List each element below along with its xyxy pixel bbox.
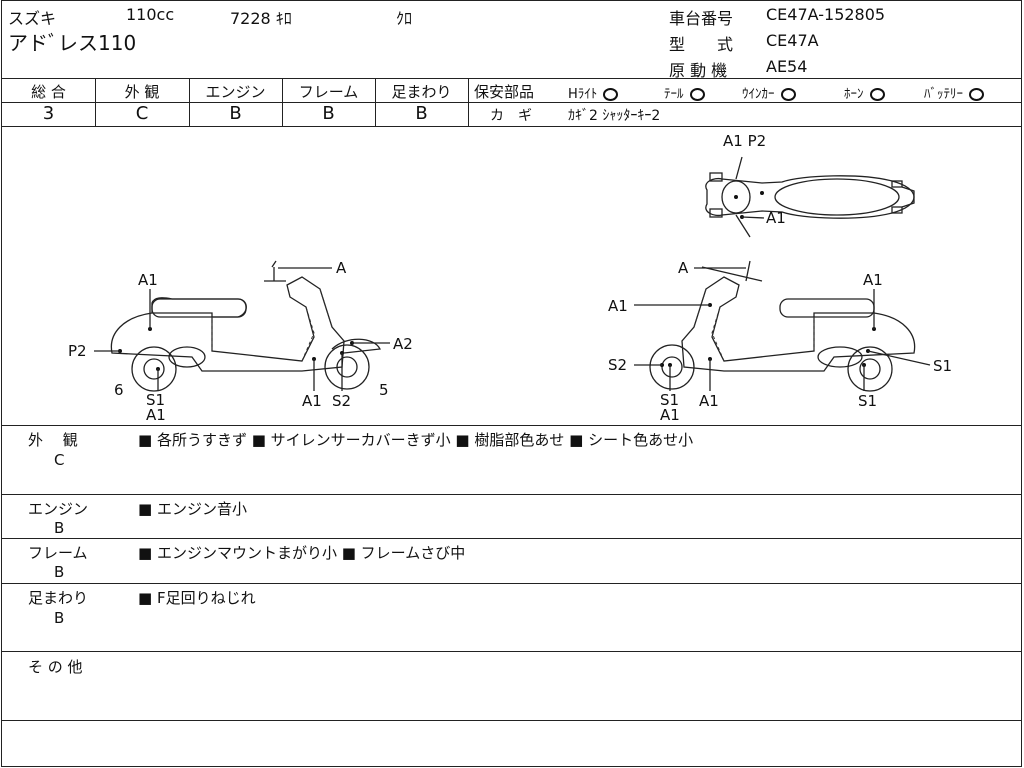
divider — [2, 583, 1022, 584]
comment-frame-label: フレーム — [28, 544, 88, 562]
ok-circle-icon — [689, 88, 705, 101]
diagram-label: A2 — [393, 335, 413, 353]
key-value: ｶｷﾞ2 ｼｬｯﾀｰｷｰ2 — [568, 108, 661, 124]
diagram-label: A1 — [660, 406, 680, 424]
divider — [2, 425, 1022, 426]
comment-suspension-grade: B — [54, 609, 65, 627]
diagram-label: A1 — [302, 392, 322, 410]
ok-circle-icon — [603, 88, 619, 101]
diagram-label: S2 — [332, 392, 352, 410]
divider — [95, 78, 96, 126]
diagram-label: A — [336, 259, 347, 277]
divider — [2, 538, 1022, 539]
grade-frame: B — [322, 103, 335, 124]
scooter-top-view — [705, 156, 915, 238]
grade-suspension: B — [415, 103, 428, 124]
diagram-label: P2 — [68, 342, 87, 360]
grade-engine-label: エンジン — [205, 83, 266, 101]
grade-overall-label: 総 合 — [31, 83, 66, 101]
grade-exterior-label: 外 観 — [124, 83, 160, 101]
damage-diagram — [94, 156, 931, 392]
comment-exterior-text: ■ 各所うすきず ■ サイレンサーカバーきず小 ■ 樹脂部色あせ ■ シート色あ… — [138, 431, 694, 449]
diagram-label: A1 — [138, 271, 158, 289]
ok-circle-icon — [780, 88, 796, 101]
safety-item-headlight: Hﾗｲﾄ — [568, 83, 619, 102]
safety-item-horn: ﾎｰﾝ — [844, 83, 885, 102]
safety-parts-label: 保安部品 — [474, 83, 535, 101]
comment-frame-text: ■ エンジンマウントまがり小 ■ フレームさび中 — [138, 544, 466, 562]
divider — [375, 78, 376, 126]
engine-value: AE54 — [766, 57, 808, 76]
diagram-label: A1 — [863, 271, 883, 289]
safety-item-tail: ﾃｰﾙ — [664, 83, 705, 102]
divider — [2, 78, 1022, 79]
divider — [2, 102, 468, 103]
grade-overall: 3 — [42, 103, 55, 124]
grade-suspension-label: 足まわり — [391, 83, 452, 101]
type-label: 型 式 — [669, 35, 734, 54]
comment-other-label: そ の 他 — [28, 658, 83, 676]
color: ｸﾛ — [396, 9, 413, 28]
displacement: 110cc — [126, 5, 175, 24]
key-label: カ ギ — [490, 108, 532, 124]
divider — [468, 78, 469, 126]
diagram-label: S1 — [933, 357, 953, 375]
comment-suspension-text: ■ F足回りねじれ — [138, 589, 256, 607]
mileage: 7228 ｷﾛ — [230, 9, 292, 28]
comment-engine-label: エンジン — [28, 500, 89, 518]
divider — [2, 720, 1022, 721]
divider — [282, 78, 283, 126]
ok-circle-icon — [869, 88, 885, 101]
safety-item-battery: ﾊﾞｯﾃﾘｰ — [924, 83, 984, 102]
grade-frame-label: フレーム — [298, 83, 359, 101]
diagram-label: A1 — [699, 392, 719, 410]
comment-engine-grade: B — [54, 519, 65, 537]
diagram-label: 6 — [114, 381, 124, 399]
diagram-label: S2 — [608, 356, 628, 374]
frame-number-label: 車台番号 — [669, 9, 734, 28]
diagram-label: S1 — [146, 391, 166, 409]
diagram-label: A — [678, 259, 689, 277]
grade-engine: B — [229, 103, 242, 124]
comment-exterior-grade: C — [54, 451, 65, 469]
safety-item-winker: ｳｲﾝｶｰ — [742, 83, 796, 102]
diagram-label: A1 P2 — [723, 132, 767, 150]
comment-suspension-label: 足まわり — [28, 589, 89, 607]
frame-number: CE47A-152805 — [766, 5, 886, 24]
comment-engine-text: ■ エンジン音小 — [138, 500, 247, 518]
type-value: CE47A — [766, 31, 819, 50]
divider — [468, 102, 1022, 103]
maker: スズキ — [8, 9, 57, 28]
divider — [2, 494, 1022, 495]
scooter-left-view — [94, 260, 390, 392]
ok-circle-icon — [969, 88, 984, 101]
diagram-label: A1 — [766, 209, 786, 227]
divider — [2, 126, 1022, 127]
grade-exterior: C — [135, 103, 149, 124]
comment-frame-grade: B — [54, 563, 65, 581]
diagram-label: 5 — [379, 381, 389, 399]
diagram-label: A1 — [146, 406, 166, 424]
diagram-label: A1 — [608, 297, 628, 315]
divider — [2, 651, 1022, 652]
model-name: アドﾞレス110 — [8, 31, 137, 55]
diagram-label: S1 — [858, 392, 878, 410]
scooter-right-view — [634, 260, 931, 392]
diagram-label: S1 — [660, 391, 680, 409]
comment-exterior-label: 外 観 — [28, 431, 78, 449]
engine-label: 原 動 機 — [669, 61, 728, 80]
divider — [189, 78, 190, 126]
